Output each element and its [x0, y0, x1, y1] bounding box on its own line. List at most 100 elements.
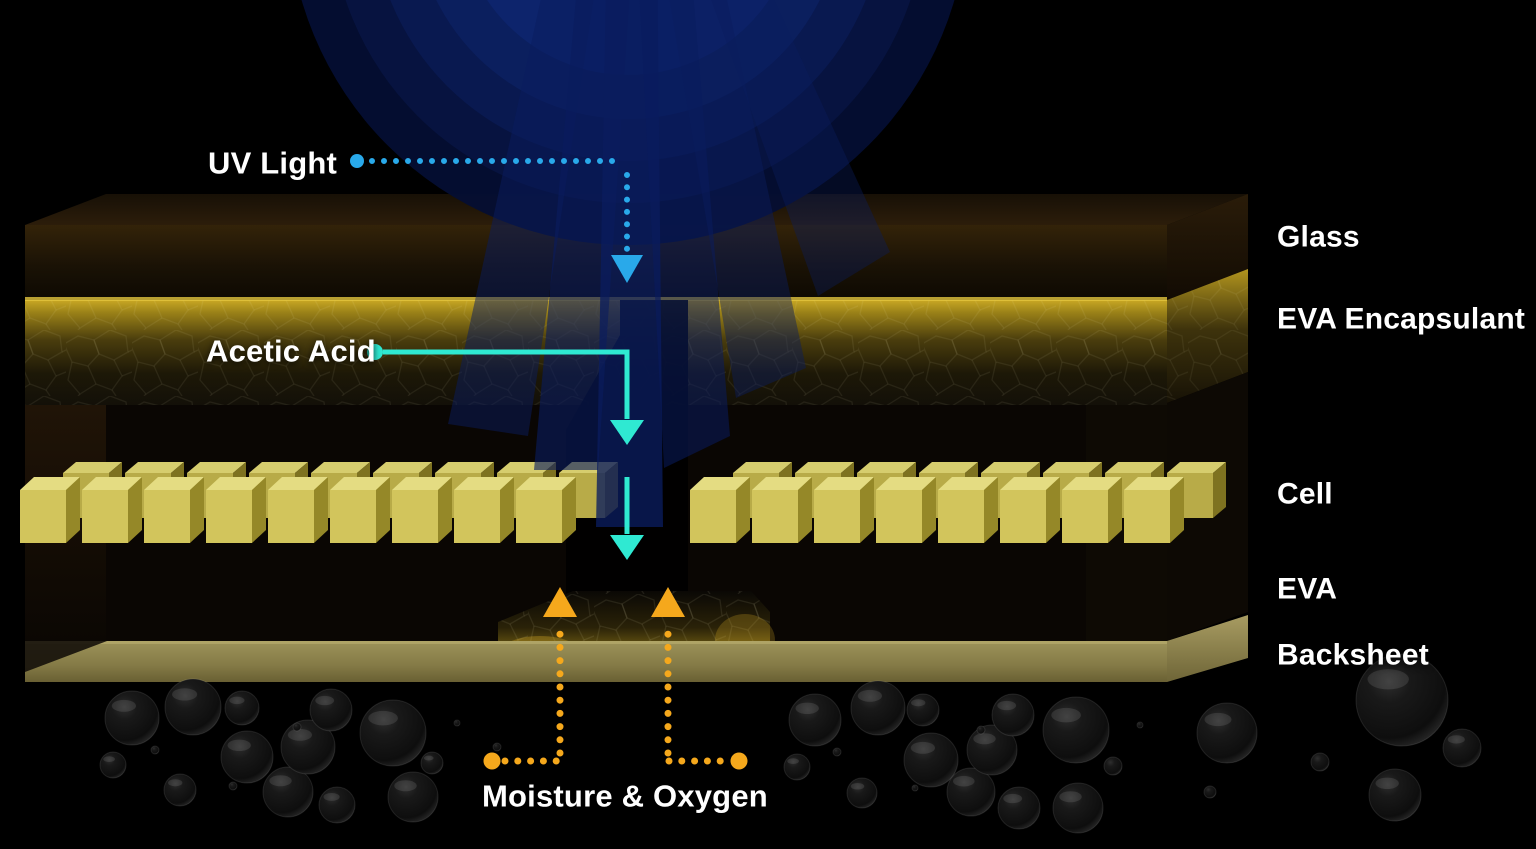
- cell-cube-face: [1000, 490, 1046, 543]
- bubble: [832, 747, 842, 757]
- bubble-highlight: [269, 775, 292, 787]
- bubble-highlight: [423, 755, 434, 761]
- bubble-highlight: [315, 695, 335, 706]
- bubble: [906, 693, 940, 727]
- cell-cube-face: [1105, 462, 1164, 473]
- backsheet-layer: [25, 615, 1248, 682]
- cell-cube-face: [20, 477, 80, 490]
- bubble: [1310, 752, 1330, 772]
- bubble: [1196, 702, 1258, 764]
- bubble: [492, 742, 502, 752]
- bubble-highlight: [795, 702, 819, 715]
- cell-cube-face: [206, 490, 252, 543]
- cell-cube-face: [516, 490, 562, 543]
- cell-cube-face: [435, 462, 494, 473]
- bubble-highlight: [1051, 707, 1081, 723]
- bubble-highlight: [1447, 735, 1465, 744]
- bubble: [163, 773, 197, 807]
- cell-cube-face: [938, 477, 998, 490]
- cell-cube-face: [876, 477, 936, 490]
- bubble: [420, 751, 444, 775]
- cell-cube-face: [922, 477, 936, 543]
- bubble-highlight: [1367, 669, 1409, 690]
- bubble: [946, 767, 996, 817]
- bubble: [1042, 696, 1110, 764]
- cell-cube-face: [690, 477, 750, 490]
- bubble: [911, 784, 919, 792]
- cell-cube-face: [144, 477, 204, 490]
- bubble-highlight: [1003, 793, 1023, 804]
- bubble-highlight: [323, 792, 340, 801]
- bubble: [220, 730, 274, 784]
- cell-cube-face: [1124, 477, 1184, 490]
- cell-cube-face: [752, 477, 812, 490]
- cell-cube-face: [814, 490, 860, 543]
- eva-encapsulant-label: EVA Encapsulant: [1277, 302, 1526, 336]
- eva-label: EVA: [1277, 572, 1338, 606]
- cell-cube-face: [1043, 462, 1102, 473]
- cell-cube-face: [392, 477, 452, 490]
- cell-cube-face: [373, 462, 432, 473]
- bubble-highlight: [787, 758, 799, 765]
- bubble: [1368, 768, 1422, 822]
- bubble: [976, 725, 986, 735]
- bubble-highlight: [1059, 791, 1082, 803]
- cell-cube-face: [938, 490, 984, 543]
- bubble: [788, 693, 842, 747]
- bubble: [292, 722, 302, 732]
- bubble-highlight: [103, 756, 115, 763]
- cell-cube-face: [66, 477, 80, 543]
- cell-cube-face: [795, 462, 854, 473]
- cell-cube-face: [268, 490, 314, 543]
- bubble: [359, 699, 427, 767]
- bubble: [1203, 785, 1217, 799]
- cell-cube-face: [736, 477, 750, 543]
- bubble: [846, 777, 878, 809]
- cell-cube-face: [144, 490, 190, 543]
- cell-cube-face: [1167, 462, 1226, 473]
- cell-cube-face: [252, 477, 266, 543]
- cell-cube-face: [438, 477, 452, 543]
- bubble: [1355, 653, 1449, 747]
- uv-light-arrow: [350, 154, 643, 283]
- cell-cube-face: [82, 477, 142, 490]
- cell-cube-face: [1062, 477, 1122, 490]
- bubble: [318, 786, 356, 824]
- cell-cube-face: [857, 462, 916, 473]
- cell-rows: [20, 462, 1226, 543]
- cell-cube-face: [206, 477, 266, 490]
- cell-cube-face: [454, 490, 500, 543]
- bubble-highlight: [953, 775, 975, 787]
- cell-cube-face: [454, 477, 514, 490]
- cell-cube-face: [814, 477, 874, 490]
- bubble: [997, 786, 1041, 830]
- backsheet-label: Backsheet: [1277, 638, 1429, 672]
- bubble: [262, 766, 314, 818]
- glass-label: Glass: [1277, 220, 1360, 254]
- bubble-highlight: [227, 739, 251, 752]
- bubble: [1052, 782, 1104, 834]
- cell-cube-face: [500, 477, 514, 543]
- cell-cube-face: [63, 462, 122, 473]
- moisture-oxygen-label: Moisture & Oxygen: [482, 778, 768, 814]
- bubble-highlight: [287, 728, 313, 741]
- cell-cube-face: [984, 477, 998, 543]
- cell-cube-face: [516, 477, 576, 490]
- bubble: [228, 781, 238, 791]
- moisture-oxygen-arrows: [483, 587, 748, 770]
- cell-cube-face: [919, 462, 978, 473]
- bubble-highlight: [973, 733, 996, 745]
- bubble-highlight: [111, 699, 137, 712]
- bubble: [104, 690, 160, 746]
- cell-cube-face: [798, 477, 812, 543]
- bubble: [1136, 721, 1144, 729]
- bubble-highlight: [1204, 712, 1232, 727]
- bubble-highlight: [172, 688, 198, 701]
- moisture-bubbles: [99, 653, 1482, 834]
- cell-cube-face: [82, 490, 128, 543]
- cell-label: Cell: [1277, 477, 1333, 511]
- cell-cube-face: [981, 462, 1040, 473]
- cell-cube-face: [311, 462, 370, 473]
- bubble-highlight: [1375, 777, 1399, 790]
